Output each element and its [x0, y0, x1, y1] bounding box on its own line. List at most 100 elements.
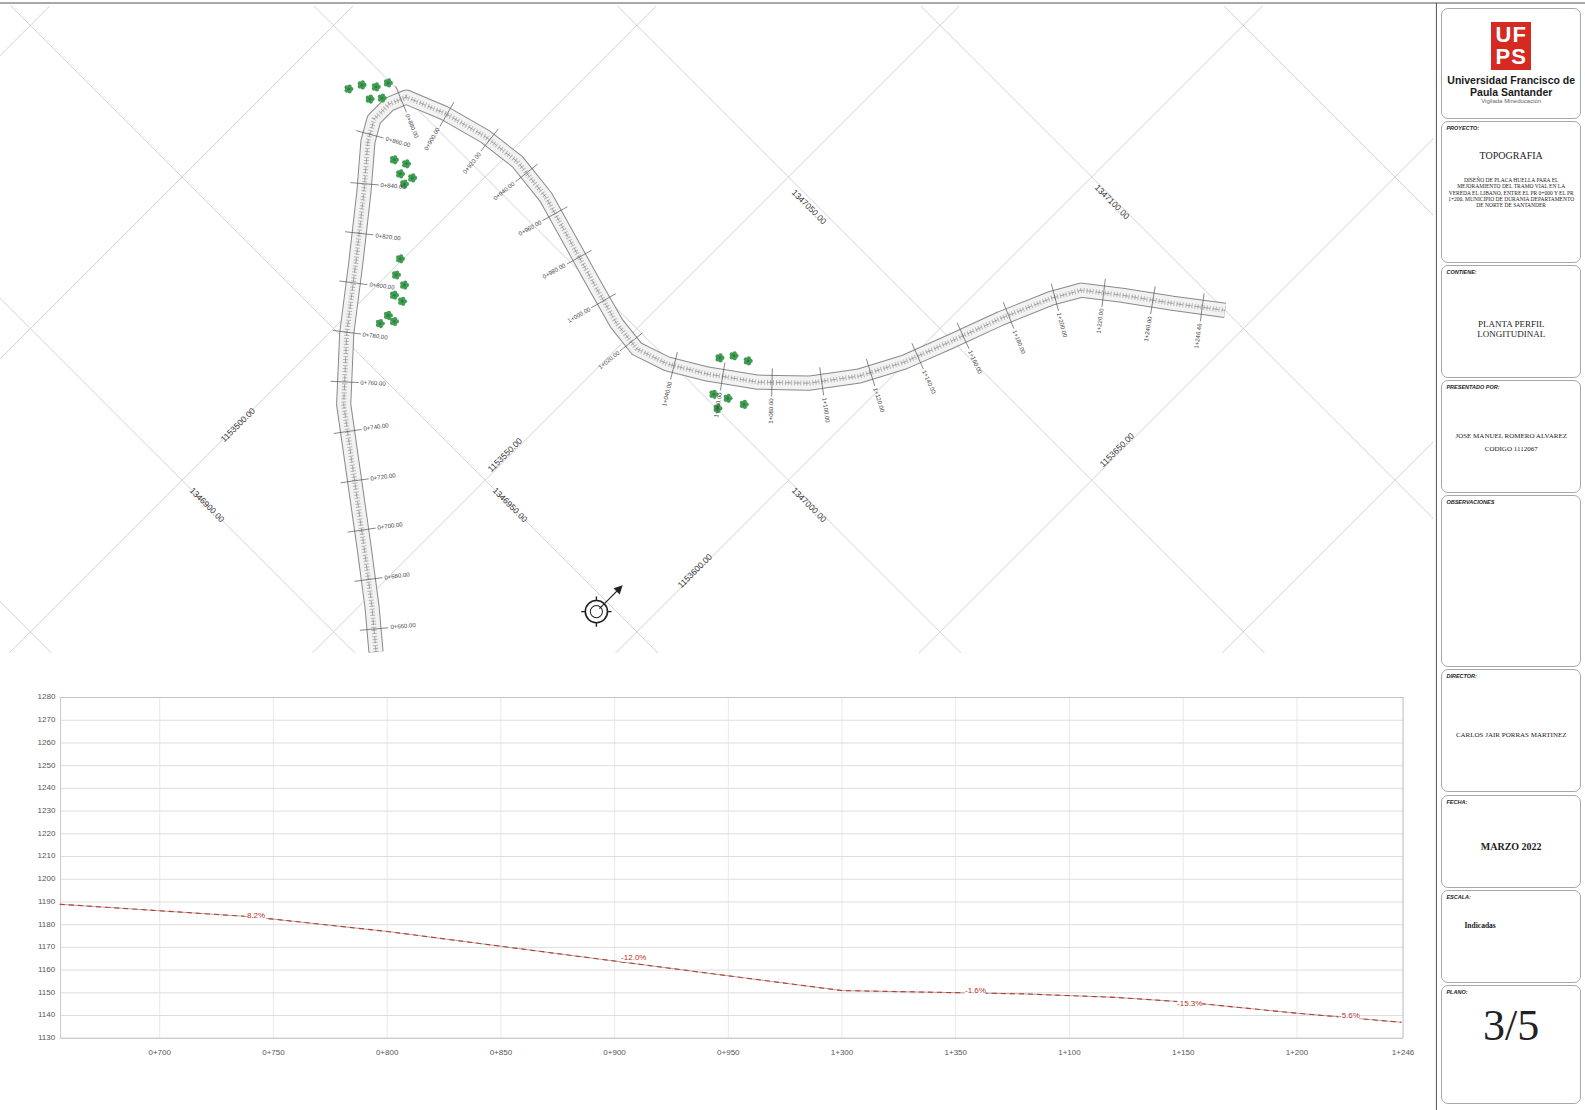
- station-axis-label: 1+350: [945, 1049, 967, 1057]
- station-tick: [334, 429, 362, 433]
- profile-gridline: [159, 698, 160, 1039]
- coordinate-label: 1153650.00: [1098, 431, 1135, 468]
- station-tick: [341, 479, 369, 483]
- tree-core: [712, 393, 715, 396]
- station-label: 0+940.00: [492, 181, 515, 201]
- author-name: JOSE MANUEL ROMERO ALVAREZ: [1446, 432, 1575, 440]
- tree-core: [399, 258, 402, 261]
- station-label: 1+240.00: [1143, 316, 1153, 342]
- profile-gridline: [61, 788, 1403, 789]
- profile-gridline: [61, 833, 1403, 834]
- station-tick: [515, 164, 537, 182]
- coordinate-label: 1347000.00: [790, 487, 828, 525]
- tree-core: [399, 173, 402, 176]
- elevation-label: 1260: [38, 739, 56, 747]
- station-axis-label: 0+850: [490, 1049, 512, 1057]
- station-label: 1+020.00: [597, 350, 620, 370]
- elevation-label: 1250: [38, 762, 56, 770]
- station-tick: [1102, 279, 1105, 307]
- tree-core: [361, 84, 364, 87]
- north-arrow: [581, 585, 622, 626]
- coordinate-label: 1346950.00: [492, 487, 530, 525]
- tree-symbol: [744, 356, 753, 365]
- tree-symbol: [384, 78, 393, 87]
- station-axis-label: 0+750: [262, 1049, 284, 1057]
- station-tick: [543, 207, 568, 221]
- profile-gridline: [61, 1015, 1403, 1016]
- station-label: 1+180.00: [1012, 329, 1027, 355]
- field-heading: ESCALA:: [1446, 894, 1575, 900]
- grid-line: [1420, 6, 1433, 653]
- station-label: 1+140.00: [921, 370, 937, 395]
- grade-label: -5.6%: [1339, 1012, 1360, 1020]
- tree-symbol: [408, 173, 417, 182]
- road-alignment: [331, 86, 1226, 652]
- tree-core: [405, 162, 408, 165]
- elevation-label: 1130: [38, 1034, 55, 1042]
- station-tick: [591, 294, 616, 308]
- elevation-label: 1220: [38, 830, 56, 838]
- station-label: 0+780.00: [363, 331, 389, 340]
- station-tick: [481, 129, 498, 151]
- field-heading: OBSERVACIONES: [1446, 499, 1575, 505]
- tree-core: [726, 397, 729, 400]
- date-value: MARZO 2022: [1446, 841, 1575, 853]
- sheet-content: PLANTA PERFIL LONGITUDINAL: [1446, 319, 1575, 340]
- elevation-label: 1200: [38, 875, 56, 883]
- station-tick: [1151, 286, 1156, 314]
- tree-symbols: [344, 78, 752, 413]
- tree-symbol: [344, 84, 353, 93]
- station-label: 0+920.00: [462, 151, 482, 175]
- station-axis-label: 1+150: [1172, 1049, 1194, 1057]
- station-label: 0+660.00: [390, 622, 416, 630]
- profile-gridline: [955, 698, 956, 1039]
- station-tick: [567, 250, 592, 264]
- tree-core: [718, 357, 721, 360]
- tree-core: [403, 284, 406, 287]
- tree-core: [733, 355, 736, 358]
- station-axis-label: 1+200: [1286, 1049, 1308, 1057]
- road-surface: [344, 97, 1225, 652]
- tree-core: [375, 86, 378, 89]
- tree-core: [387, 314, 390, 317]
- elevation-label: 1180: [38, 921, 55, 929]
- grid-line: [0, 6, 1433, 653]
- tree-core: [395, 274, 398, 277]
- station-label: 1+120.00: [873, 387, 886, 413]
- station-tick: [396, 86, 407, 112]
- sheet-border: [0, 3, 1585, 4]
- station-label: 1+246.46: [1194, 323, 1203, 349]
- tree-symbol: [400, 280, 409, 289]
- station-tick: [771, 368, 773, 396]
- university-name: Universidad Francisco de Paula Santander: [1446, 74, 1575, 98]
- station-axis-label: 1+246: [1392, 1049, 1414, 1057]
- station-label: 0+840.00: [380, 182, 406, 190]
- title-block-field: DIRECTOR:CARLOS JAIR PORRAS MARTINEZ: [1441, 669, 1580, 792]
- project-description: DISEÑO DE PLACA HUELLA PARA EL MEJORAMIE…: [1446, 177, 1575, 209]
- field-heading: FECHA:: [1446, 799, 1575, 805]
- coordinate-label: 1346900.00: [188, 487, 226, 525]
- station-tick: [820, 367, 824, 395]
- grade-label: -8.2%: [244, 912, 265, 920]
- tree-core: [369, 98, 372, 101]
- station-label: 1+200.00: [1056, 312, 1068, 338]
- elevation-label: 1210: [38, 852, 56, 860]
- station-label: 1+160.00: [967, 349, 983, 374]
- elevation-label: 1270: [38, 716, 56, 724]
- coordinate-label: 1153500.00: [219, 406, 256, 443]
- station-axis-label: 0+900: [603, 1049, 625, 1057]
- elevation-label: 1170: [38, 943, 55, 951]
- profile-gridline: [61, 992, 1403, 993]
- station-tick: [620, 333, 642, 351]
- tree-core: [393, 320, 396, 323]
- station-label: 0+720.00: [370, 472, 396, 481]
- profile-gridline: [728, 698, 729, 1039]
- tree-symbol: [740, 400, 749, 409]
- profile-gridline: [61, 765, 1403, 766]
- profile-gridline: [1183, 698, 1184, 1039]
- grid-line: [0, 6, 1066, 653]
- title-block-field: UFPSUniversidad Francisco de Paula Santa…: [1441, 8, 1580, 119]
- field-heading: PROYECTO:: [1446, 125, 1575, 131]
